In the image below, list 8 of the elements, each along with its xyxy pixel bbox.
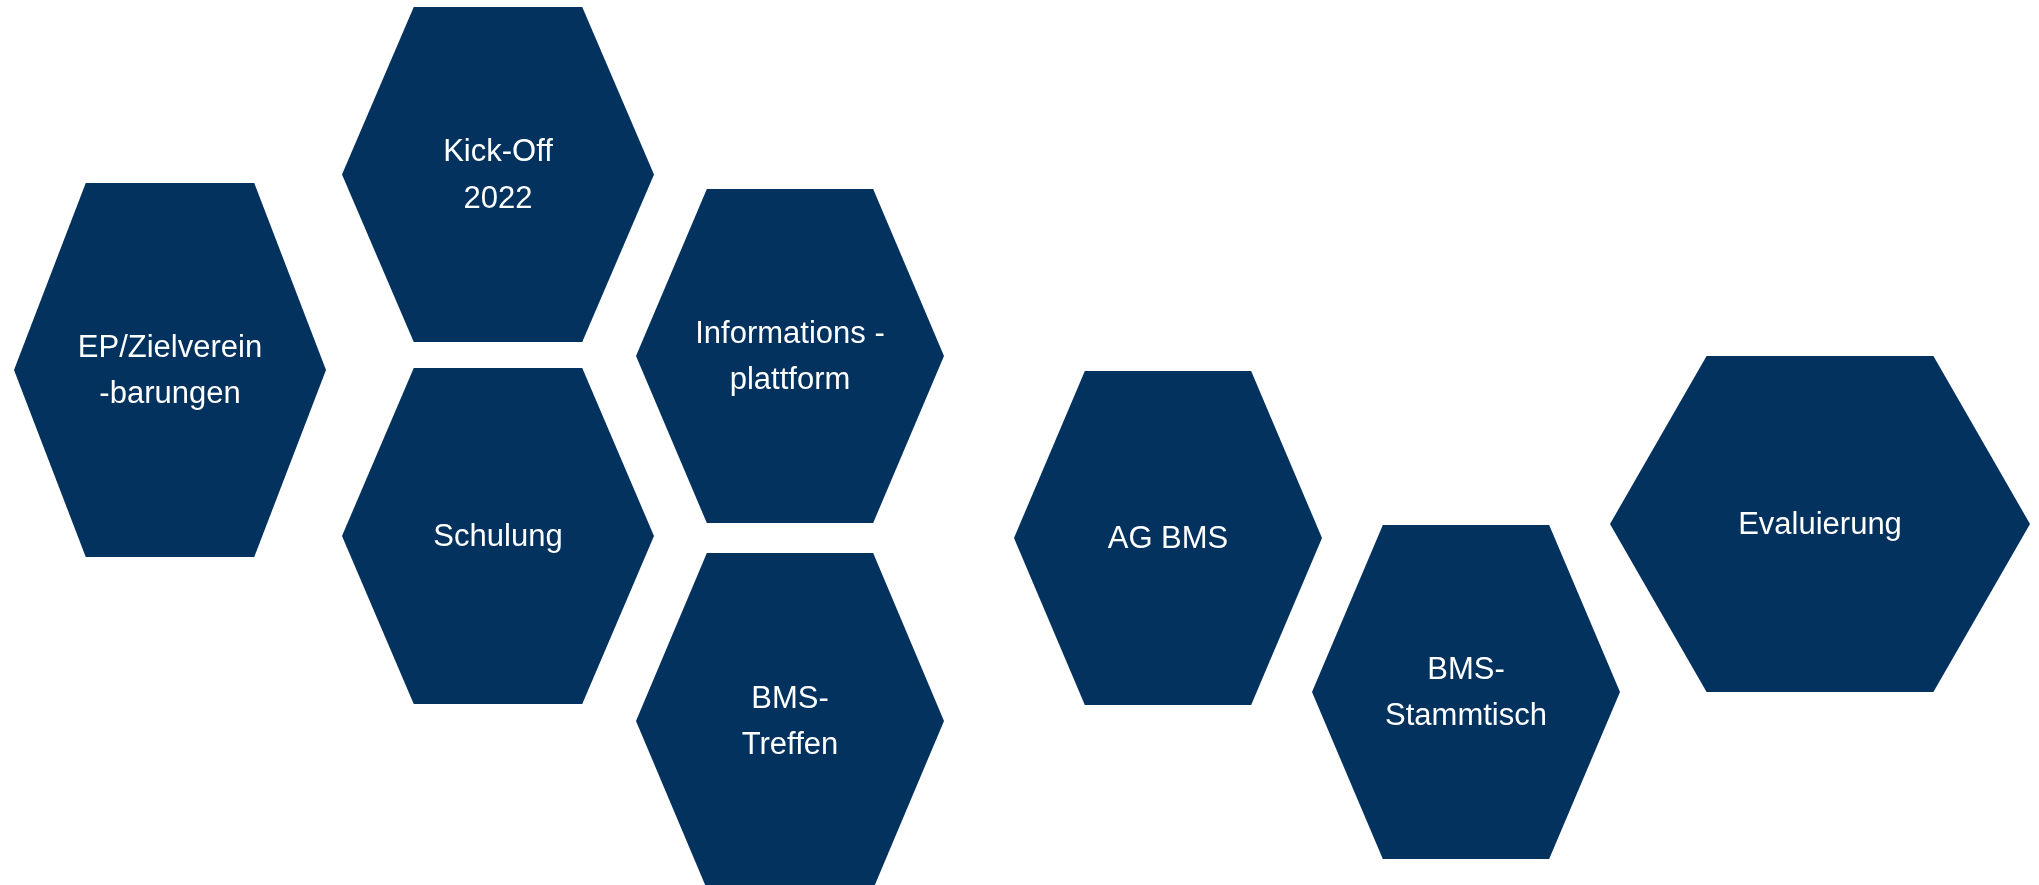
node-label: Informations -plattform <box>694 313 886 398</box>
node-label: BMS- Treffen <box>740 678 840 763</box>
node-label: EP/Zielverein -barungen <box>76 327 264 412</box>
node-label: Evaluierung <box>1738 504 1902 543</box>
node-label: AG BMS <box>1107 518 1229 557</box>
node-label: Kick-Off 2022 <box>442 132 554 217</box>
node-label: BMS- Stammtisch <box>1384 649 1548 734</box>
node-label: Schulung <box>433 516 563 555</box>
